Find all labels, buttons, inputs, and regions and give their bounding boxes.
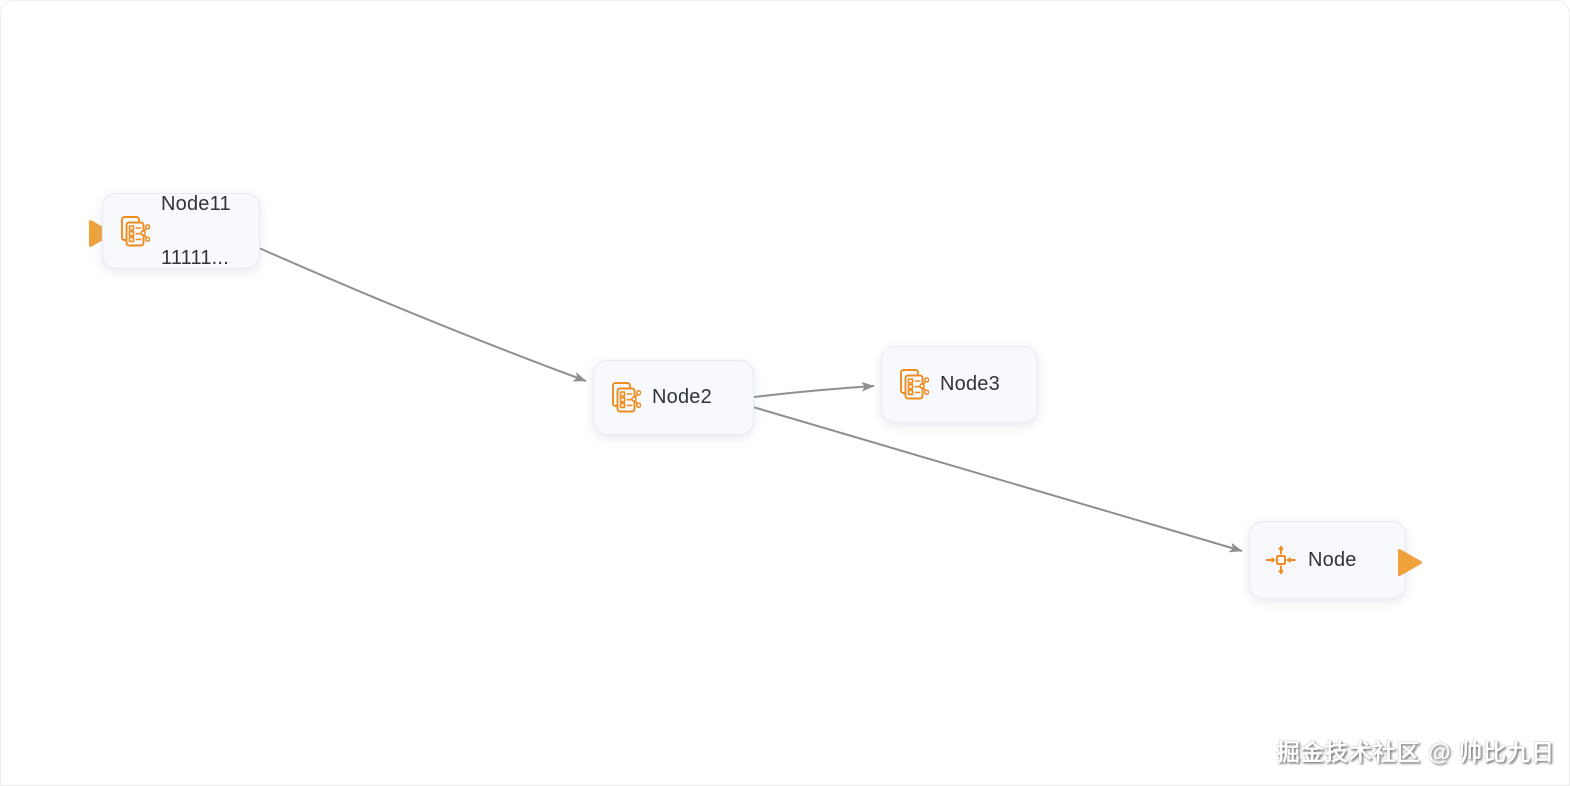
play-anchor-icon[interactable] xyxy=(1398,549,1422,576)
flow-node-node[interactable]: Node xyxy=(1249,521,1406,599)
task-list-icon xyxy=(900,369,929,400)
node-label: Node3 xyxy=(940,373,1000,395)
edge-node2-node4[interactable] xyxy=(752,406,1243,553)
flow-node-node11[interactable]: Node11 11111... xyxy=(102,193,260,269)
play-anchor-icon[interactable] xyxy=(89,220,113,247)
node-label: Node xyxy=(1308,548,1357,571)
task-list-icon xyxy=(612,382,641,413)
move-node-icon xyxy=(1266,545,1296,575)
watermark-text: 掘金技术社区 @ 帅比九日 xyxy=(1276,739,1555,765)
flow-node-node3[interactable]: Node3 xyxy=(881,346,1038,423)
node-label: Node11 11111... xyxy=(161,192,231,269)
node-label: Node2 xyxy=(652,386,712,408)
task-list-icon xyxy=(121,215,150,246)
edge-node2-node3[interactable] xyxy=(753,381,875,398)
flow-node-node2[interactable]: Node2 xyxy=(593,360,754,435)
edge-node1-node2[interactable] xyxy=(258,247,587,382)
